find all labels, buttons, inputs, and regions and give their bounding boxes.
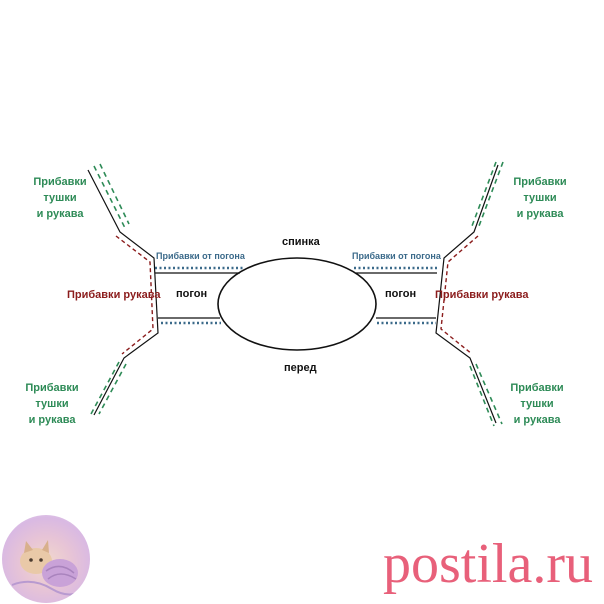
top-right-green-dash-inner <box>471 161 497 227</box>
body-sleeve-increases-top-left: Прибавки тушки и рукава <box>24 174 96 222</box>
body-sleeve-increases-bottom-right: Прибавки тушки и рукава <box>501 380 573 428</box>
body-sleeve-increases-bottom-left: Прибавки тушки и рукава <box>16 380 88 428</box>
bottom-left-green-dash-outer <box>90 361 120 415</box>
left-sleeve-increase-dash <box>115 235 154 355</box>
increases-from-yoke-right-label: Прибавки от погона <box>352 251 441 261</box>
sleeve-increases-left-label: Прибавки рукава <box>67 289 161 301</box>
line-3: и рукава <box>516 208 564 220</box>
top-left-green-dash-inner <box>99 163 130 225</box>
avatar <box>2 515 90 603</box>
sleeve-increases-right-label: Прибавки рукава <box>435 289 529 301</box>
kitten-yarn-icon <box>11 540 89 596</box>
bottom-right-green-dash-inner <box>469 365 495 427</box>
line-1: Прибавки <box>25 382 79 394</box>
bottom-left-green-dash-inner <box>98 363 127 415</box>
increases-from-yoke-left-label: Прибавки от погона <box>156 251 245 261</box>
line-1: Прибавки <box>510 382 564 394</box>
line-3: и рукава <box>28 414 76 426</box>
body-sleeve-increases-top-right: Прибавки тушки и рукава <box>504 174 576 222</box>
right-raglan-line <box>435 164 499 424</box>
right-sleeve-increase-dash <box>440 235 479 355</box>
top-left-green-dash-outer <box>93 165 126 229</box>
neck-opening-oval <box>217 257 377 351</box>
line-2: тушки <box>523 192 557 204</box>
top-right-green-dash-outer <box>478 161 504 227</box>
front-label: перед <box>284 362 317 374</box>
yoke-left-label: погон <box>176 288 208 300</box>
line-3: и рукава <box>513 414 561 426</box>
line-2: тушки <box>43 192 77 204</box>
bottom-right-green-dash-outer <box>475 363 503 425</box>
postila-watermark: postila.ru <box>383 533 593 595</box>
line-1: Прибавки <box>33 176 87 188</box>
line-2: тушки <box>520 398 554 410</box>
back-label: спинка <box>282 236 320 248</box>
line-2: тушки <box>35 398 69 410</box>
line-3: и рукава <box>36 208 84 220</box>
left-raglan-line <box>87 169 159 416</box>
yoke-right-label: погон <box>385 288 417 300</box>
line-1: Прибавки <box>513 176 567 188</box>
